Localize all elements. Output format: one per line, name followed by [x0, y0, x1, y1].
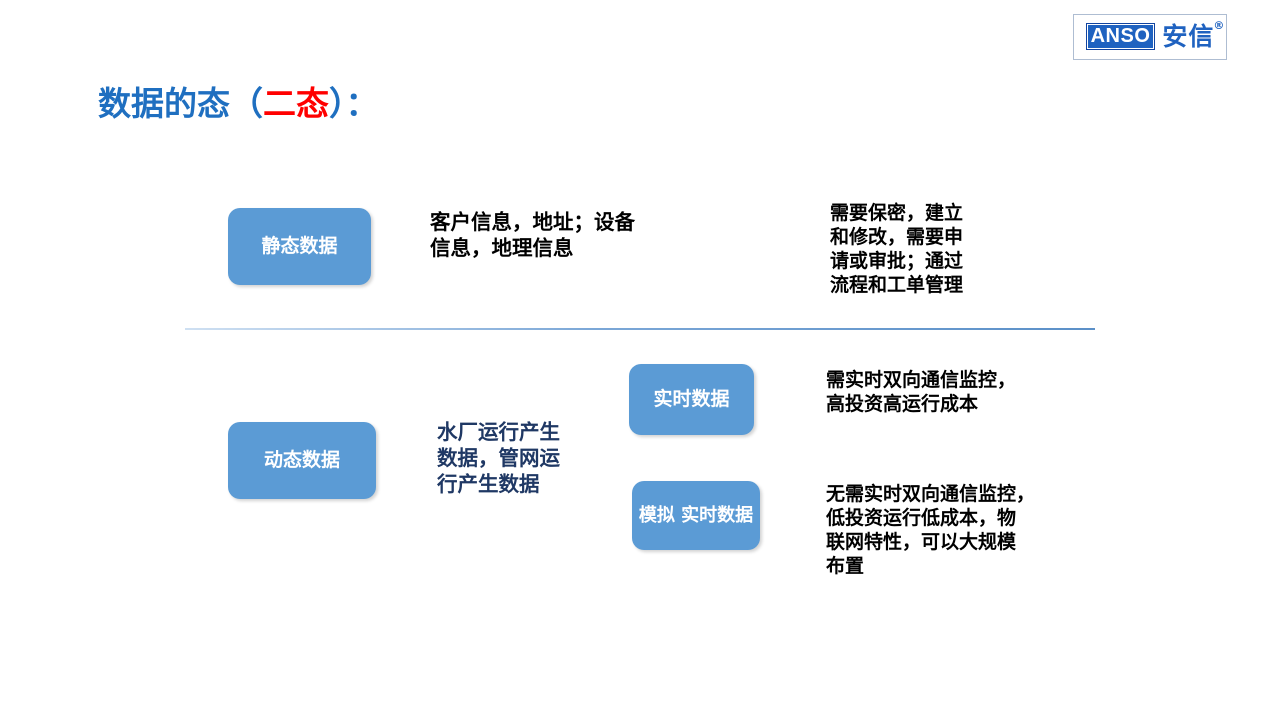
pill-static-data[interactable]: 静态数据 — [228, 208, 371, 285]
pill-realtime-data[interactable]: 实时数据 — [629, 364, 754, 435]
brand-chinese-text: 安信 — [1162, 21, 1215, 51]
logo-inner: ANSO 安信 ® — [1085, 20, 1224, 51]
page-title-lead: 数据的态（ — [98, 84, 263, 123]
realtime-data-note: 需实时双向通信监控， 高投资高运行成本 — [826, 369, 1017, 415]
simulated-realtime-data-note: 无需实时双向通信监控， 低投资运行低成本，物 联网特性，可以大规模 布置 — [826, 483, 1036, 577]
dynamic-data-description: 水厂运行产生 数据，管网运 行产生数据 — [437, 420, 560, 496]
brand-logo: ANSO 安信 ® — [1073, 14, 1227, 60]
static-data-note: 需要保密，建立 和修改，需要申 请或审批；通过 流程和工单管理 — [830, 202, 964, 296]
section-divider — [185, 328, 1095, 330]
page-title: 数据的态（二态）： — [98, 84, 379, 124]
static-data-description: 客户信息，地址；设备 信息，地理信息 — [430, 210, 635, 260]
anso-wordmark: ANSO — [1085, 22, 1156, 50]
page-title-accent: 二态 — [263, 84, 329, 123]
brand-chinese-name: 安信 ® — [1162, 20, 1224, 51]
pill-simulated-realtime-data[interactable]: 模拟 实时数据 — [632, 481, 760, 550]
page-title-trail: ）： — [329, 84, 379, 123]
registered-mark-icon: ® — [1213, 18, 1226, 32]
pill-dynamic-data[interactable]: 动态数据 — [228, 422, 376, 499]
